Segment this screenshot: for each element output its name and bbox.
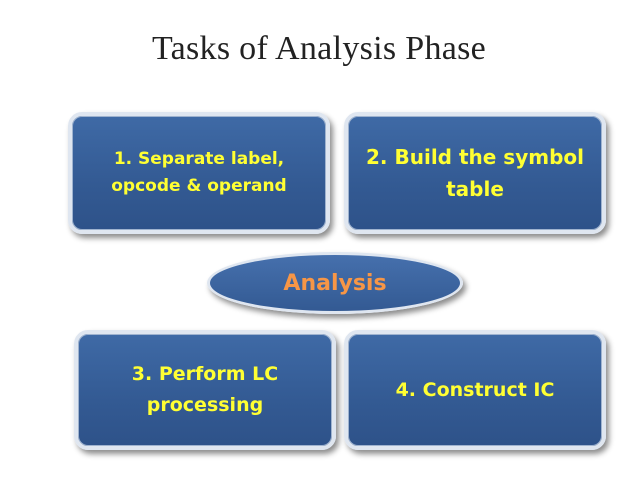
analysis-ellipse: Analysis xyxy=(207,252,463,314)
task-text: 4. Construct IC xyxy=(386,375,565,406)
slide-title: Tasks of Analysis Phase xyxy=(151,30,487,67)
task-text: 2. Build the symbol table xyxy=(356,141,594,205)
task-line: table xyxy=(446,177,504,201)
task-line: 2. Build the symbol xyxy=(366,145,584,169)
task-box-perform-lc-processing: 3. Perform LC processing xyxy=(74,330,336,450)
task-box-construct-ic: 4. Construct IC xyxy=(344,330,606,450)
task-text: 1. Separate label, opcode & operand xyxy=(101,146,296,200)
task-line: processing xyxy=(146,394,264,416)
task-box-separate-fields: 1. Separate label, opcode & operand xyxy=(68,112,330,234)
task-line: 4. Construct IC xyxy=(395,378,555,401)
task-text: 3. Perform LC processing xyxy=(122,359,288,421)
task-box-build-symbol-table: 2. Build the symbol table xyxy=(344,112,606,234)
task-line: 3. Perform LC xyxy=(131,363,279,385)
task-line: 1. Separate label, xyxy=(113,149,285,169)
analysis-label: Analysis xyxy=(283,270,387,296)
task-line: opcode & operand xyxy=(111,176,287,196)
